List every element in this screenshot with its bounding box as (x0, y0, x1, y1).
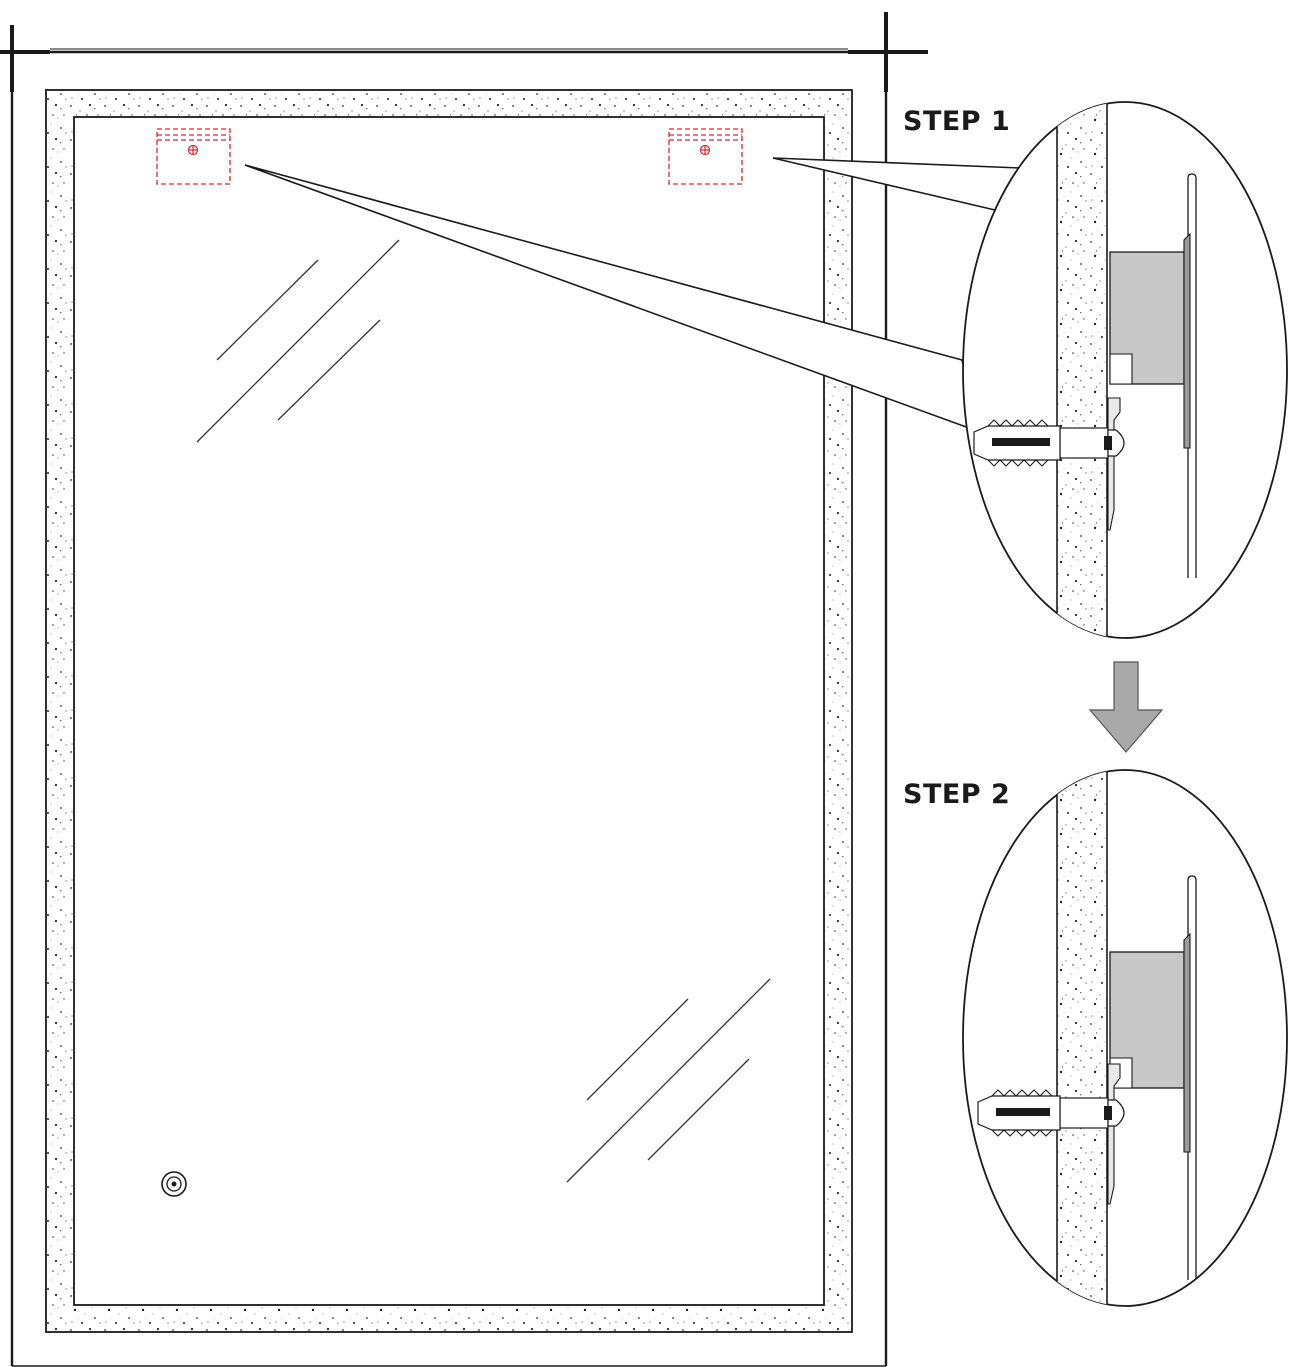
step1-detail (962, 101, 1288, 639)
touch-sensor-icon (161, 1171, 187, 1197)
mirror (45, 89, 853, 1333)
wall-outline (0, 12, 928, 1367)
bracket-marker-left (156, 128, 231, 185)
level-marker-left (0, 25, 50, 92)
mirror-glare-bottom (566, 978, 771, 1183)
bracket-marker-right (668, 128, 743, 185)
step-1-label: STEP 1 (903, 106, 1011, 137)
mirror-glare-top (196, 239, 400, 443)
step2-detail (962, 769, 1288, 1307)
step-2-label: STEP 2 (903, 779, 1011, 810)
down-arrow-icon (1088, 661, 1164, 753)
level-marker-right (848, 12, 928, 92)
